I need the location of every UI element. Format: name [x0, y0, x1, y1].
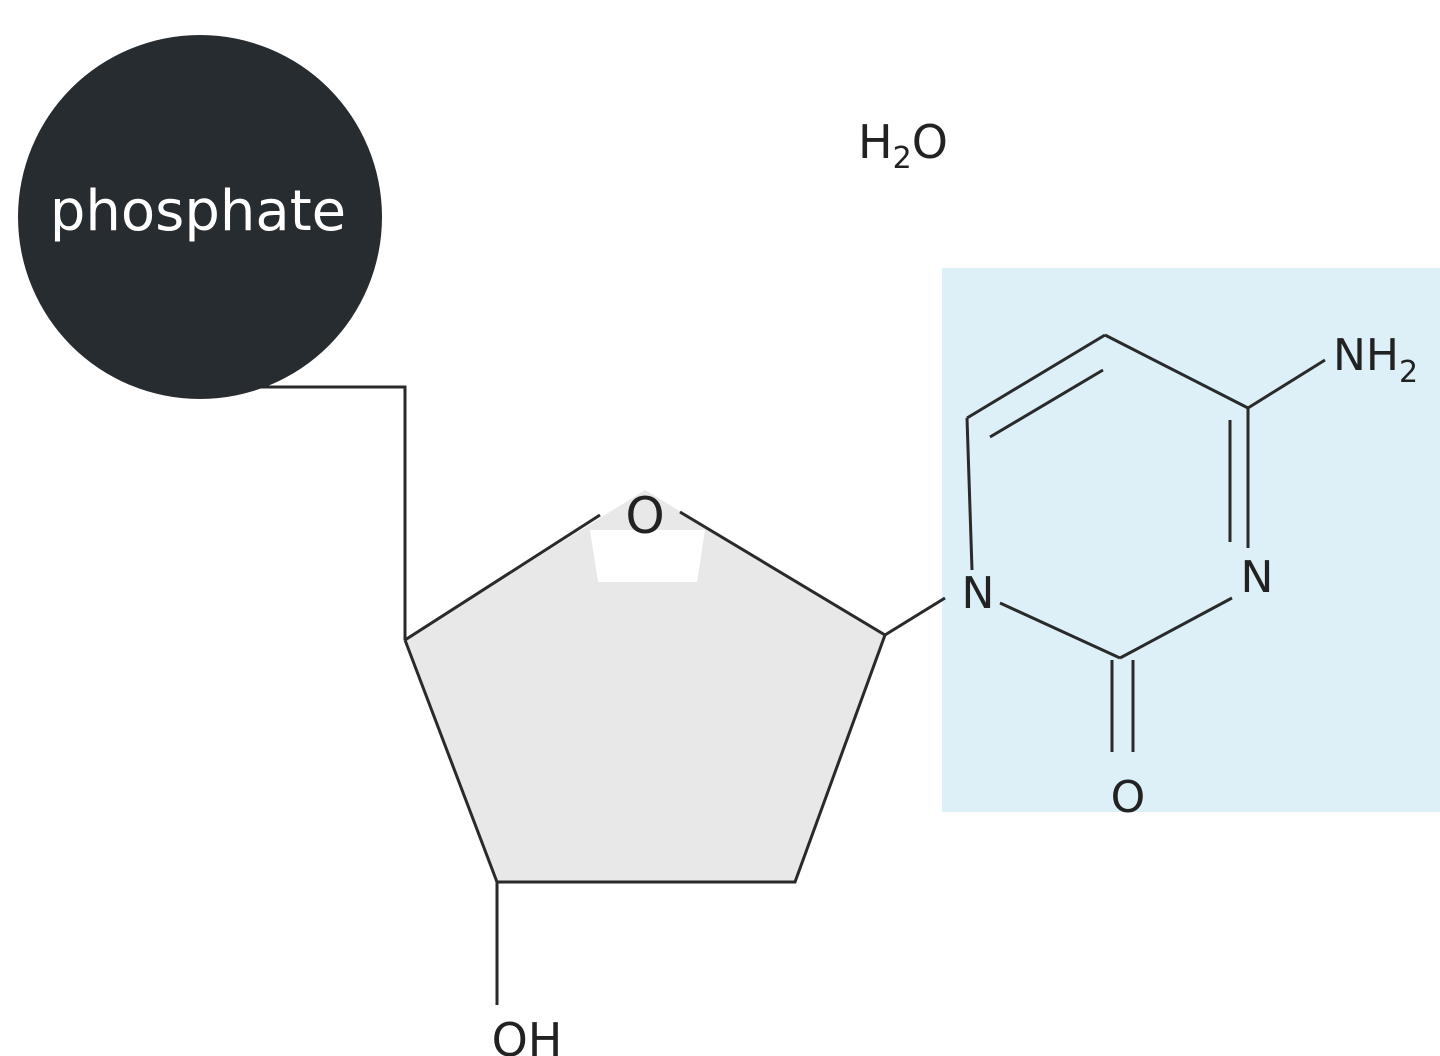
carbonyl-oxygen: O	[1111, 772, 1146, 823]
base-n3: N	[1241, 552, 1274, 603]
base-highlight	[942, 268, 1440, 812]
phosphate-group	[18, 35, 382, 399]
ring-oxygen: O	[625, 487, 664, 545]
sugar-ring-bonds	[403, 510, 946, 1005]
sugar-ring-fill	[405, 490, 885, 882]
sugar-notch	[590, 530, 705, 582]
phosphate-bond	[255, 385, 407, 640]
base-bonds	[965, 333, 1326, 752]
water-label: H2O	[858, 115, 948, 176]
hydroxyl-label: OH	[492, 1013, 563, 1056]
base-n1: N	[962, 568, 995, 619]
phosphate-label: phosphate	[50, 179, 346, 244]
amine-label: NH2	[1333, 330, 1418, 390]
